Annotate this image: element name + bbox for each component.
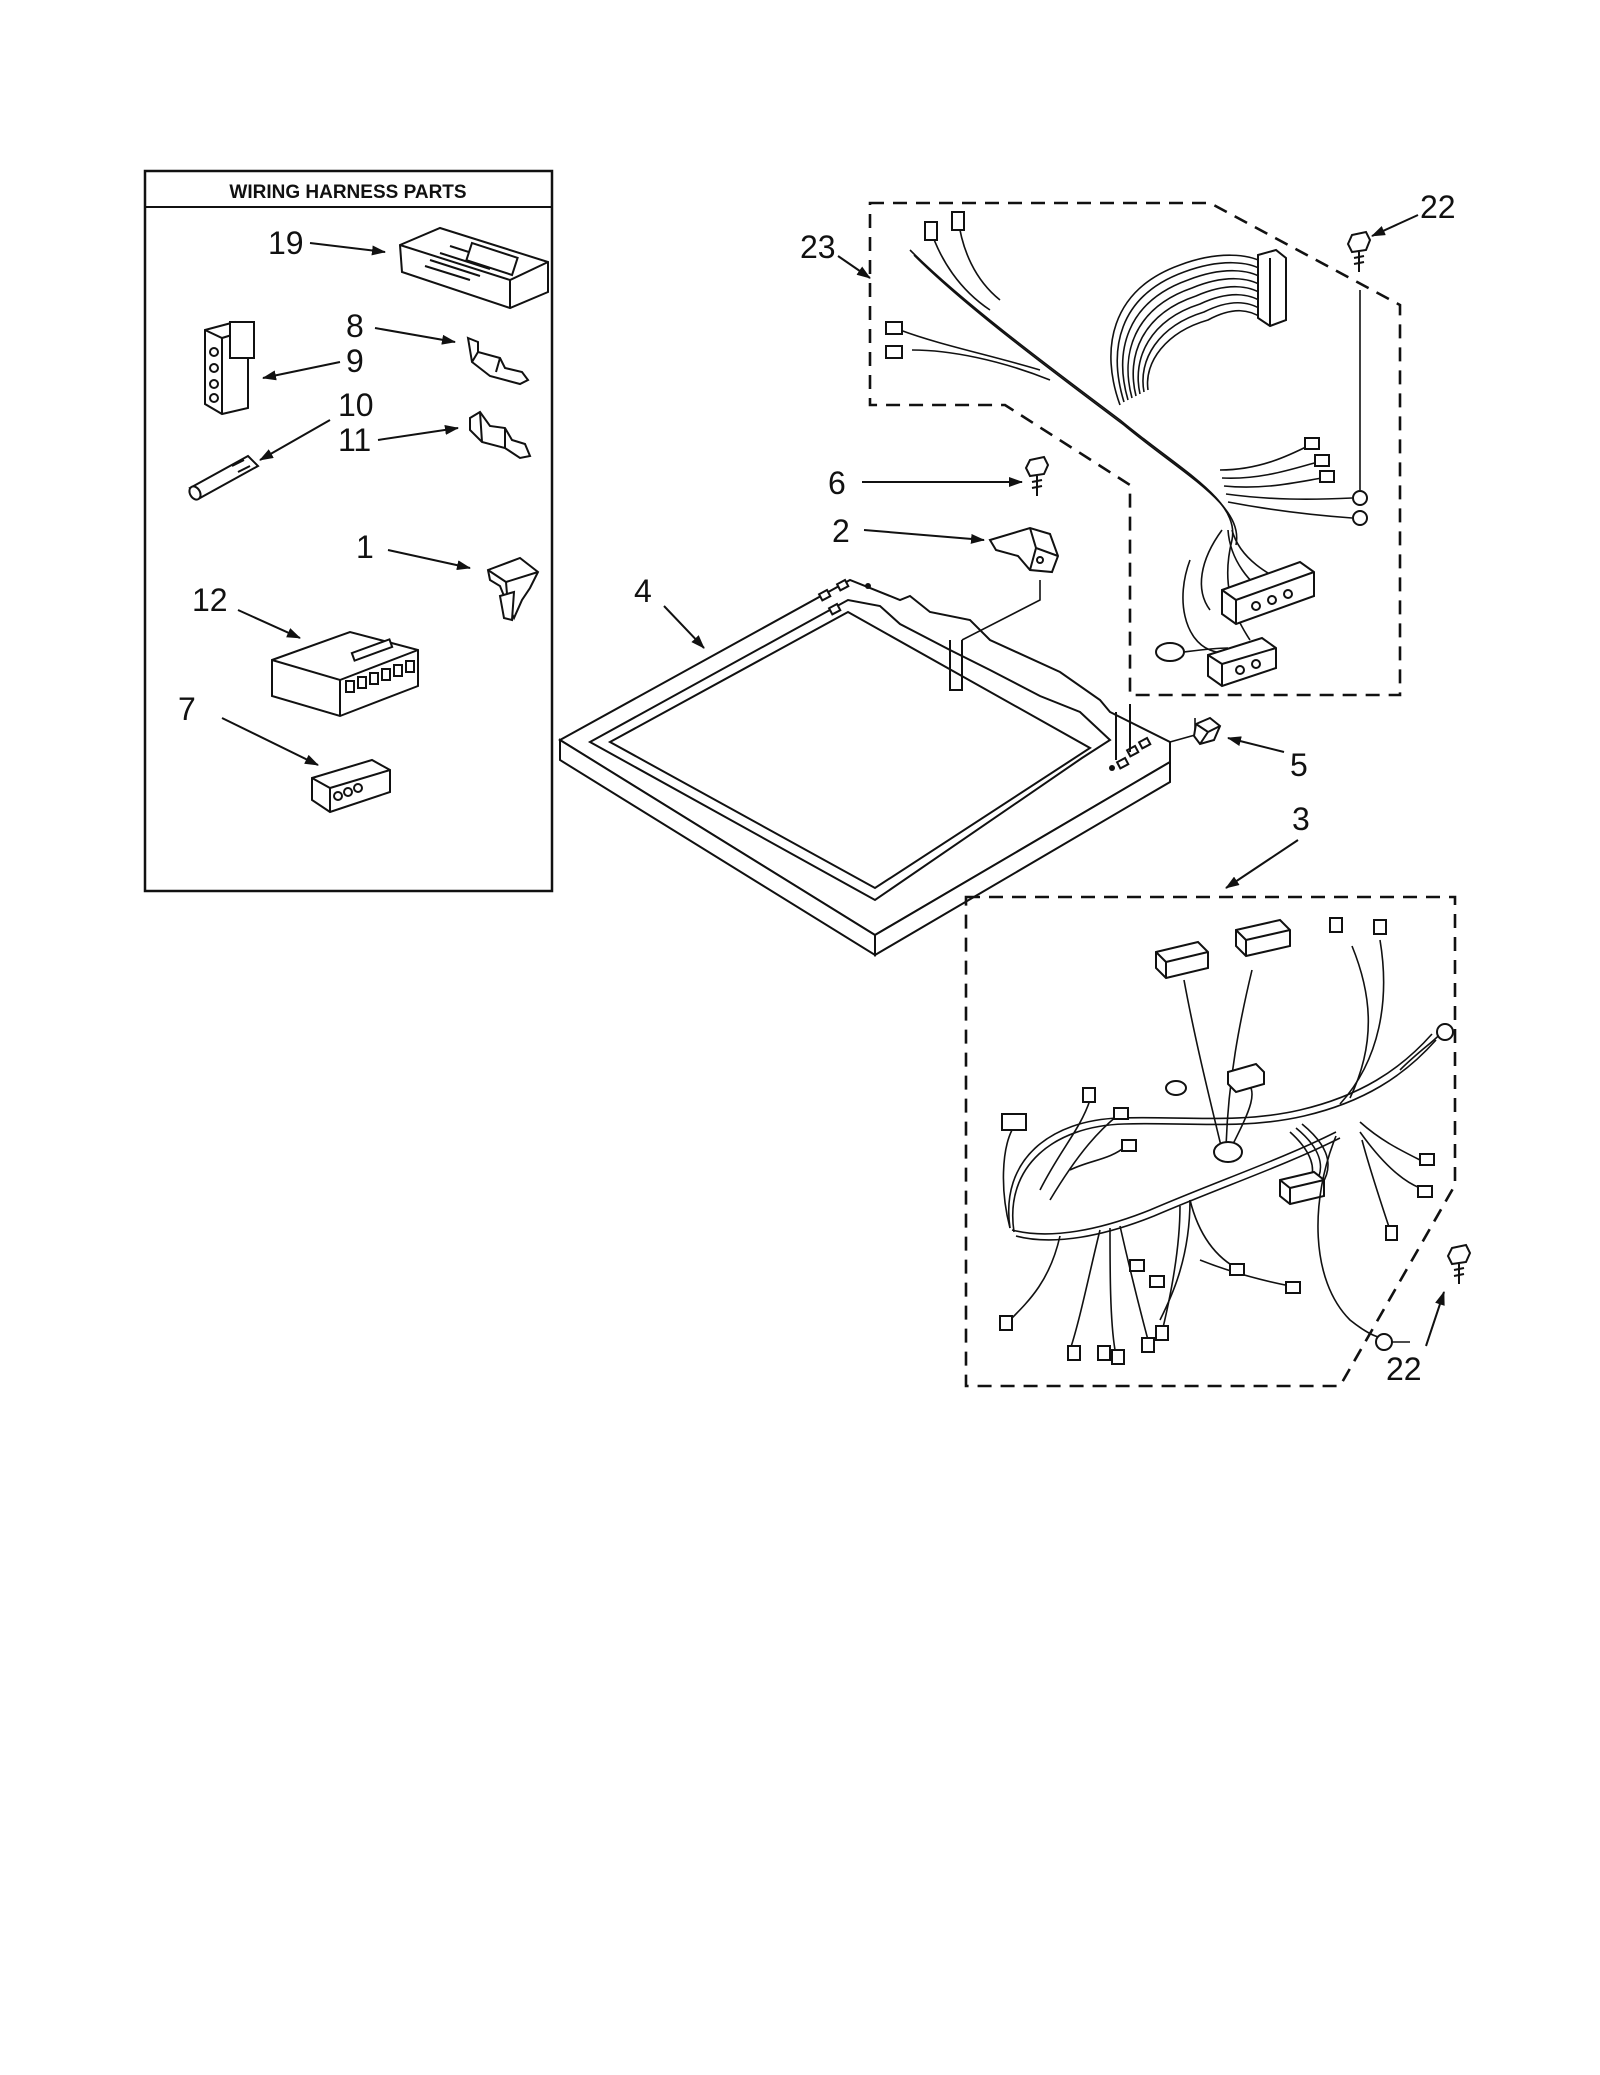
callout-8: 8 <box>346 308 364 344</box>
part-8-terminal: 8 <box>346 308 530 386</box>
part-19-terminal-block: 19 <box>268 225 549 310</box>
callout-4: 4 <box>634 573 652 609</box>
callout-22-top: 22 <box>1420 189 1456 225</box>
part-5-clip: 5 <box>1192 716 1308 783</box>
callout-19: 19 <box>268 225 304 261</box>
callout-2: 2 <box>832 513 850 549</box>
part-1-clip: 1 <box>356 529 540 622</box>
callout-9: 9 <box>346 343 364 379</box>
part-9-connector-housing: 9 <box>204 320 364 416</box>
harness-3-group: 3 <box>964 801 1457 1388</box>
part-2-bracket: 2 <box>832 513 1060 574</box>
callout-5: 5 <box>1290 747 1308 783</box>
part-7-connector: 7 <box>178 691 391 814</box>
callout-3: 3 <box>1292 801 1310 837</box>
callout-23: 23 <box>800 229 836 265</box>
callout-1: 1 <box>356 529 374 565</box>
callout-22-bottom: 22 <box>1386 1351 1422 1387</box>
part-10-pin: 10 <box>188 387 374 501</box>
part-12-connector-block: 12 <box>192 582 419 718</box>
callout-7: 7 <box>178 691 196 727</box>
part-4-top-panel: 4 <box>558 573 1196 957</box>
callout-6: 6 <box>828 465 846 501</box>
part-22-screw-top: 22 <box>1346 189 1456 272</box>
callout-11: 11 <box>338 422 371 458</box>
callout-12: 12 <box>192 582 228 618</box>
part-11-terminal: 11 <box>338 410 532 460</box>
callout-10: 10 <box>338 387 374 423</box>
part-22-screw-bottom: 22 <box>1386 1243 1472 1387</box>
legend-title: WIRING HARNESS PARTS <box>229 182 466 203</box>
part-6-screw: 6 <box>828 455 1050 501</box>
harness-23-group: 23 <box>800 201 1402 697</box>
wiring-harness-parts-box: WIRING HARNESS PARTS <box>143 169 554 893</box>
